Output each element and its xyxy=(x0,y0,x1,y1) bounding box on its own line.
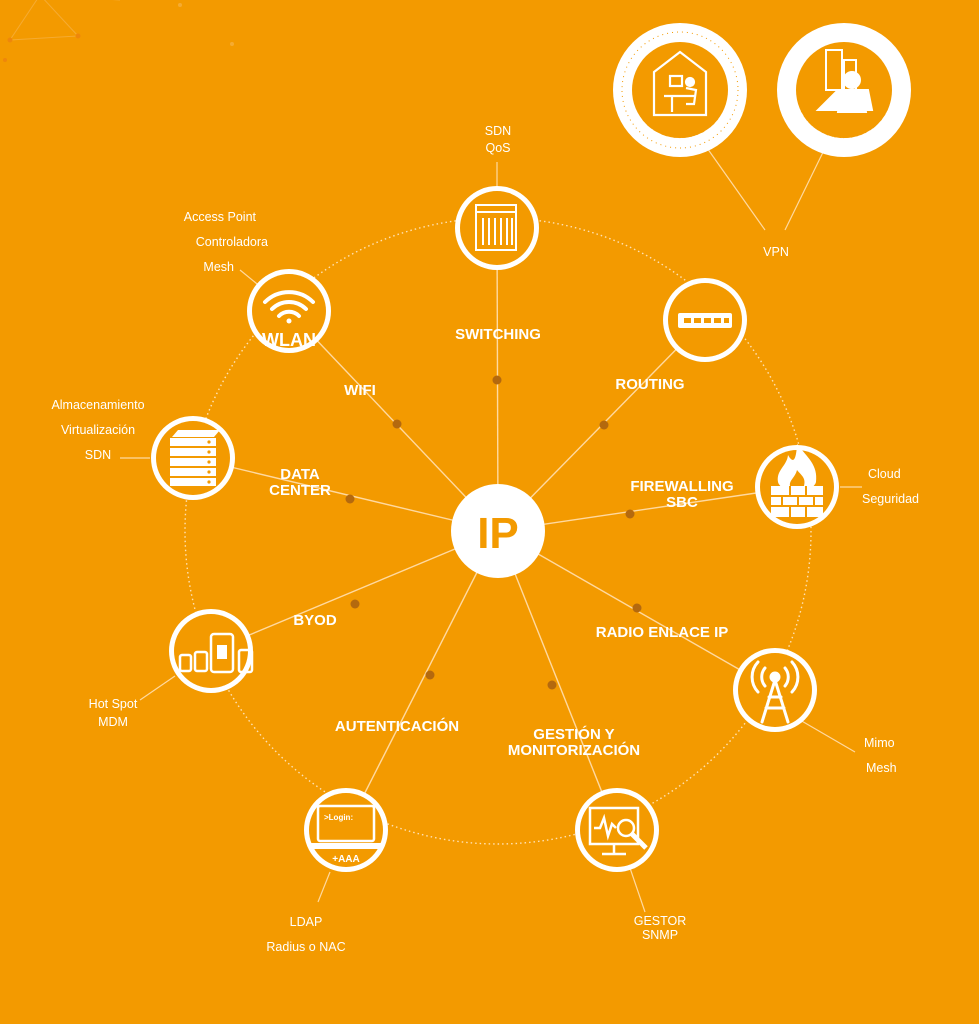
note: GESTOR xyxy=(633,914,687,928)
note-leaders xyxy=(120,137,862,913)
switching-node[interactable] xyxy=(455,186,539,270)
note: SDN xyxy=(484,124,512,138)
remote-worker-icon xyxy=(815,49,874,113)
note: Mesh xyxy=(203,260,234,274)
antenna-tower-icon xyxy=(750,660,800,724)
router-icon xyxy=(678,313,732,328)
firewall-node[interactable] xyxy=(755,444,839,529)
wifi-icon xyxy=(263,290,315,324)
datacenter-node[interactable] xyxy=(151,416,235,500)
note: Hot Spot xyxy=(88,697,138,711)
monitor-magnifier-icon xyxy=(588,806,648,856)
note: Controladora xyxy=(195,235,268,249)
note: LDAP xyxy=(289,915,323,929)
note: SDN xyxy=(84,448,112,462)
datacenter-label-line1: DATA xyxy=(280,466,320,483)
home-office-icon xyxy=(652,50,708,117)
radio-label: RADIO ENLACE IP xyxy=(595,624,729,641)
note: QoS xyxy=(485,141,511,155)
firewalling-label-line2: SBC xyxy=(666,494,698,511)
note: Cloud xyxy=(868,467,901,481)
autenticacion-notes: LDAP Radius o NAC xyxy=(248,910,364,960)
gestion-notes: GESTOR SNMP xyxy=(622,914,698,942)
mobile-devices-icon xyxy=(178,632,254,674)
gestion-label-line1: GESTIÓN Y xyxy=(533,726,615,743)
autenticacion-node[interactable]: >Login: +AAA xyxy=(304,788,388,872)
note: MDM xyxy=(98,715,128,729)
datacenter-label: DATA CENTER xyxy=(265,467,335,499)
switch-chassis-icon xyxy=(475,204,517,251)
outer-ring xyxy=(184,217,812,845)
aaa-text: +AAA xyxy=(332,854,360,865)
gestion-label: GESTIÓN Y MONITORIZACIÓN xyxy=(494,727,654,759)
gestion-node[interactable] xyxy=(575,788,659,872)
ip-label: IP xyxy=(477,509,519,558)
routing-node[interactable] xyxy=(663,278,747,362)
server-rack-icon xyxy=(170,430,220,486)
note: Mesh xyxy=(866,761,897,775)
firewall-icon xyxy=(771,444,823,517)
laptop-login-icon: >Login: +AAA xyxy=(310,804,382,865)
wifi-label: WIFI xyxy=(344,382,376,399)
switching-label: SWITCHING xyxy=(455,326,541,343)
teletrabajador-badge[interactable]: TELETRABAJADOR xyxy=(777,23,911,157)
switching-notes: SDN QoS xyxy=(470,124,526,155)
vpn-label: VPN xyxy=(763,245,789,259)
gestion-label-line2: MONITORIZACIÓN xyxy=(507,742,641,759)
wifi-node[interactable]: WLAN xyxy=(247,269,331,353)
routing-label: ROUTING xyxy=(615,376,685,393)
datacenter-notes: Almacenamiento Virtualización SDN xyxy=(40,393,156,468)
note: Mimo xyxy=(864,736,895,750)
byod-label: BYOD xyxy=(293,612,337,629)
note: Virtualización xyxy=(60,423,136,437)
spoke-dots xyxy=(345,375,642,690)
note: Radius o NAC xyxy=(266,940,346,954)
note: Seguridad xyxy=(862,492,919,506)
radio-notes: Mimo Mesh xyxy=(852,731,912,781)
wifi-notes: Access Point Controladora Mesh xyxy=(160,205,276,280)
note: Access Point xyxy=(183,210,256,224)
ip-hub: IP xyxy=(451,484,545,578)
corner-decoration xyxy=(3,0,234,62)
login-text: >Login: xyxy=(324,813,353,822)
firewalling-notes: Cloud Seguridad xyxy=(862,462,938,512)
byod-node[interactable] xyxy=(169,609,254,693)
firewalling-label-line1: FIREWALLING xyxy=(630,478,734,495)
note: Almacenamiento xyxy=(51,398,145,412)
firewalling-label: FIREWALLING SBC xyxy=(622,479,742,511)
sede-remota-badge[interactable]: SEDE REMOTA xyxy=(613,23,747,157)
wlan-text: WLAN xyxy=(262,330,316,350)
datacenter-label-line2: CENTER xyxy=(269,482,331,499)
radio-node[interactable] xyxy=(733,648,817,732)
autenticacion-label: AUTENTICACIÓN xyxy=(334,718,460,735)
note: SNMP xyxy=(641,928,679,942)
byod-notes: Hot Spot MDM xyxy=(78,697,148,729)
